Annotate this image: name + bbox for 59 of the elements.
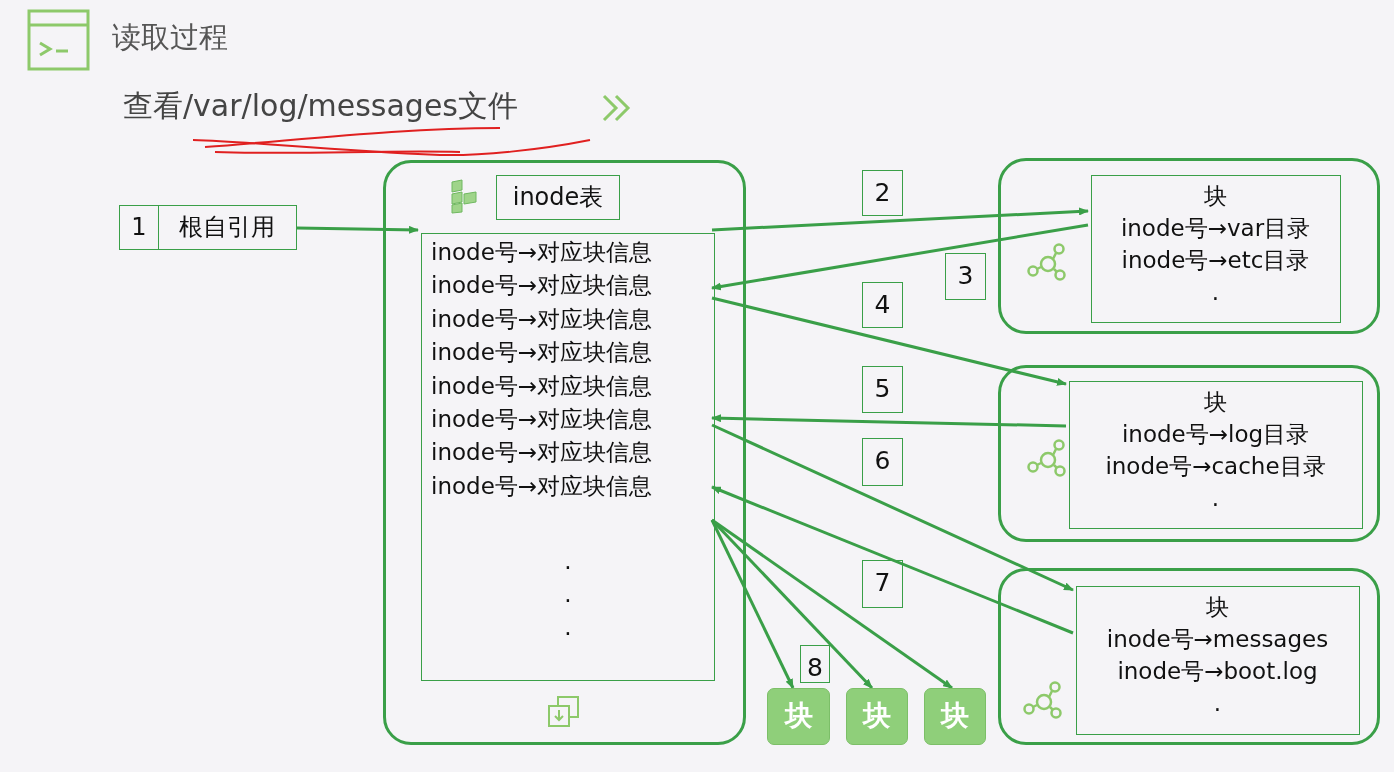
label-box <box>119 205 297 250</box>
title: 读取过程 <box>112 19 229 56</box>
entry-line: inode号→log目录 <box>1120 420 1311 449</box>
table-row-text: inode号→对应块信息 <box>430 271 654 301</box>
number-cell: 1 <box>120 206 159 249</box>
label-cell-text: 根自引用 <box>178 212 277 243</box>
block-box <box>1091 175 1341 323</box>
block-box <box>1076 586 1360 735</box>
block-box <box>924 688 986 745</box>
arrow <box>711 423 1074 592</box>
ellipsis-dot: . <box>563 580 573 609</box>
table-row-text: inode号→对应块信息 <box>430 338 654 368</box>
step-number-box: 7 <box>862 560 903 608</box>
step-number-box: 6 <box>862 438 903 486</box>
entry-line: inode号→var目录 <box>1119 214 1312 243</box>
subtitle: 查看/var/log/messages文件 <box>123 87 519 125</box>
step-number-box: 2 <box>862 170 903 216</box>
table-row-text: inode号→对应块信息 <box>430 371 654 401</box>
block-label: 块 <box>783 698 814 734</box>
block-label: 块 <box>861 698 892 734</box>
table-row-text: inode号→对应块信息 <box>430 304 654 334</box>
block-heading: 块 <box>1203 182 1228 211</box>
step-number-box: 8 <box>800 645 830 683</box>
ellipsis-dot: . <box>563 613 573 642</box>
arrow <box>711 207 1089 232</box>
ellipsis-dot: . <box>1212 689 1223 718</box>
table-box <box>421 233 715 681</box>
arrow <box>711 414 1067 428</box>
table-row-text: inode号→对应块信息 <box>430 438 654 468</box>
entry-line: inode号→cache目录 <box>1104 452 1327 481</box>
table-row-text: inode号→对应块信息 <box>430 405 654 434</box>
step-number-box: 3 <box>945 253 986 300</box>
block-heading: 块 <box>1203 388 1228 417</box>
ellipsis-dot: . <box>1210 484 1221 513</box>
ellipsis-dot: . <box>563 547 573 576</box>
table-row-text: inode号→对应块信息 <box>430 238 654 267</box>
step-number-box: 5 <box>862 366 903 413</box>
entry-line: inode号→etc目录 <box>1120 246 1311 275</box>
arrow <box>711 518 953 690</box>
block-box <box>846 688 908 745</box>
block-label: 块 <box>939 698 970 734</box>
arrow <box>296 225 419 234</box>
ellipsis-dot: . <box>1210 278 1221 307</box>
arrow <box>711 485 1074 635</box>
block-box <box>1069 381 1363 529</box>
entry-line: inode号→boot.log <box>1116 657 1319 686</box>
block-heading: 块 <box>1205 593 1230 622</box>
arrow <box>710 518 874 690</box>
table-row-text: inode号→对应块信息 <box>430 471 654 501</box>
arrow <box>711 296 1067 386</box>
rounded-panel <box>998 158 1380 334</box>
rounded-panel <box>998 365 1380 542</box>
rounded-panel <box>998 568 1380 745</box>
rounded-panel <box>383 160 746 745</box>
entry-line: inode号→messages <box>1105 625 1330 654</box>
arrow <box>711 223 1089 291</box>
block-box <box>767 688 830 745</box>
heading-label: inode表 <box>496 175 620 220</box>
step-number-box: 4 <box>862 282 903 328</box>
